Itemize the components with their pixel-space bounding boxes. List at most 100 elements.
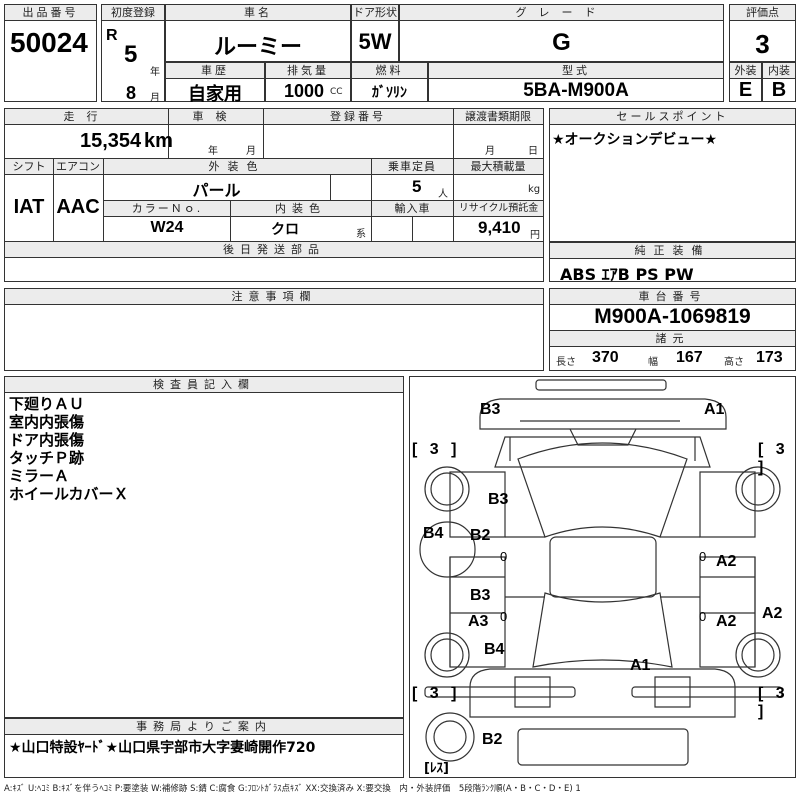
damage-mark: B4 — [484, 641, 505, 658]
recycle: 9,410 — [478, 218, 521, 237]
history-box: 車歴 自家用 — [165, 62, 265, 105]
damage-mark: B4 — [423, 525, 444, 542]
tire-score: [ 3 ] — [758, 441, 789, 476]
inspection-label: 車検 — [168, 109, 263, 125]
door-type: 5W — [358, 29, 392, 54]
displacement-label: 排気量 — [266, 63, 350, 79]
damage-mark: B2 — [482, 731, 503, 748]
capacity-label: 乗車定員 — [371, 159, 453, 175]
damage-mark: A2 — [716, 553, 737, 570]
car-name: ルーミー — [213, 35, 302, 60]
score-box: 評価点 3 — [729, 4, 796, 62]
int-color-unit: 系 — [356, 229, 366, 240]
displacement: 1000 — [284, 81, 325, 101]
chassis-box: 車台番号 M900A-1069819 諸元 長さ 370 幅 167 高さ 17… — [549, 288, 796, 371]
damage-mark: A1 — [630, 657, 651, 674]
model-label: 型式 — [429, 63, 723, 79]
name-box: 車名 ルーミー — [165, 4, 351, 62]
office-box: 事務局よりご案内 ★山口特設ﾔｰﾄﾞ★山口県宇部市大字妻崎開作720 — [4, 718, 404, 778]
score: 3 — [755, 29, 770, 59]
tire-score: [ 3 ] — [412, 685, 461, 702]
inspector-line: ミラーＡ — [9, 467, 70, 485]
inspector-line: タッチＰ跡 — [9, 449, 85, 467]
lot-number: 50024 — [10, 27, 88, 58]
height-label: 高さ — [724, 357, 744, 368]
color-label: 外装色 — [103, 159, 371, 175]
int-color-label: 内装色 — [230, 201, 371, 217]
grade-box: グレード G — [399, 4, 724, 62]
office-text: ★山口特設ﾔｰﾄﾞ★山口県宇部市大字妻崎開作720 — [9, 740, 316, 756]
capacity: 5 — [412, 177, 422, 196]
inspector-box: 検査員記入欄 下廻りＡＵ 室内内張傷 ドア内張傷 タッチＰ跡 ミラーＡ ホイール… — [4, 376, 404, 718]
damage-mark: B3 — [488, 491, 509, 508]
color-no-label: カラーＮｏ. — [104, 201, 230, 217]
fuel-box: 燃料 ｶﾞｿﾘﾝ — [351, 62, 428, 102]
damage-mark: A2 — [716, 613, 737, 630]
sales-point-label: セールスポイント — [550, 109, 795, 125]
int-grade: B — [771, 79, 787, 101]
inspector-line: ホイールカバーＸ — [9, 485, 129, 503]
lot-box: 出品番号 50024 — [4, 4, 97, 102]
transfer-label: 譲渡書類期限 — [453, 109, 543, 125]
notes-box: 注意事項欄 — [4, 288, 544, 371]
displacement-box: 排気量 1000 CC — [265, 62, 351, 102]
score-label: 評価点 — [730, 5, 795, 21]
name-label: 車名 — [166, 5, 350, 21]
load-unit: kg — [528, 184, 541, 195]
history-label: 車歴 — [166, 63, 264, 79]
lot-label: 出品番号 — [5, 5, 96, 21]
damage-mark: 0 — [500, 549, 508, 564]
mileage-label: 走行 — [5, 109, 168, 125]
import-label: 輸入車 — [372, 201, 453, 217]
first-reg-box: 初度登録 R 5 年 8 月 — [101, 4, 165, 104]
office-label: 事務局よりご案内 — [5, 719, 403, 735]
inspection-month-unit: 月 — [246, 146, 256, 157]
damage-mark: 0 — [699, 609, 707, 624]
capacity-unit: 人 — [438, 189, 448, 200]
height: 173 — [756, 349, 783, 366]
damage-mark: 0 — [699, 549, 707, 564]
reg-label: 登録番号 — [263, 109, 453, 125]
transfer-month-unit: 月 — [485, 146, 495, 157]
length: 370 — [592, 349, 619, 366]
reg-year: 5 — [124, 41, 138, 68]
door-box: ドア形状 5W — [351, 4, 399, 62]
color-no: W24 — [150, 219, 184, 236]
later-parts-label: 後日発送部品 — [5, 242, 543, 258]
ext-box: 外装 E — [729, 62, 762, 102]
inspector-line: 室内内張傷 — [9, 413, 85, 431]
equipment-box: 純正装備 ABS ｴｱB PS PW — [549, 242, 796, 284]
equipment-text: ABS ｴｱB PS PW — [560, 265, 694, 284]
history: 自家用 — [188, 84, 242, 105]
reg-month: 8 — [126, 83, 137, 103]
fuel: ｶﾞｿﾘﾝ — [372, 85, 407, 101]
first-reg-label: 初度登録 — [102, 5, 164, 21]
legend: A:ｷｽﾞ U:ﾍｺﾐ B:ｷｽﾞを伴うﾍｺﾐ P:要塗装 W:補修跡 S:錆 … — [4, 784, 581, 794]
length-label: 長さ — [556, 357, 576, 368]
car-diagram-box: B3 A1 B3 B4 B2 0 0 A2 B3 0 0 A3 A2 A2 B4… — [409, 376, 796, 778]
load-label: 最大積載量 — [453, 159, 543, 175]
cc-unit: CC — [330, 87, 343, 97]
car-outline — [419, 379, 783, 766]
spec-label: 諸元 — [550, 330, 795, 347]
width: 167 — [676, 349, 703, 366]
int-box: 内装 B — [762, 62, 796, 102]
width-label: 幅 — [648, 357, 658, 368]
inspector-label: 検査員記入欄 — [5, 377, 403, 393]
int-label: 内装 — [763, 63, 795, 79]
yen-unit: 円 — [530, 230, 540, 241]
damage-mark: B3 — [470, 587, 491, 604]
damage-mark: B2 — [470, 527, 491, 544]
year-unit: 年 — [150, 67, 160, 78]
ext-grade: E — [738, 79, 753, 101]
body-color: パール — [192, 181, 241, 200]
spare-tire: [ﾚｽ] — [424, 761, 449, 776]
damage-mark: B3 — [480, 401, 501, 418]
int-color: クロ — [271, 222, 299, 238]
damage-mark: A3 — [468, 613, 489, 630]
grade-label: グレード — [400, 5, 723, 21]
inspection-year-unit: 年 — [208, 146, 218, 157]
inspector-line: ドア内張傷 — [9, 431, 85, 449]
damage-mark: A1 — [704, 401, 725, 418]
ac: AAC — [56, 196, 100, 218]
